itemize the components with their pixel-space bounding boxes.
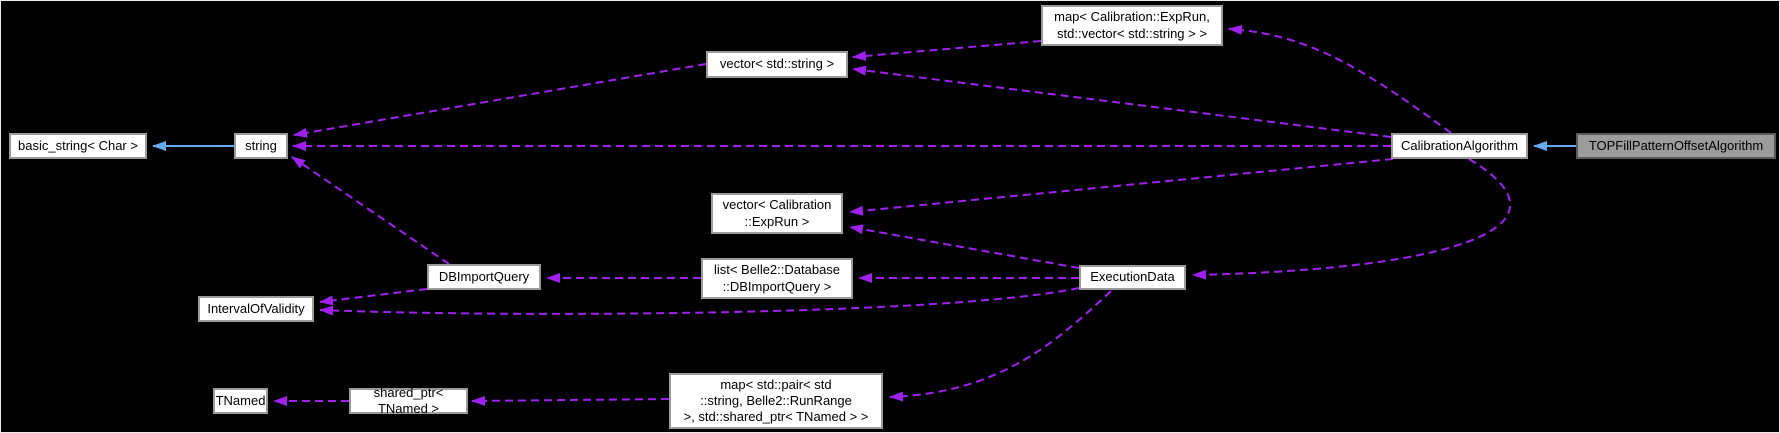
edge-map_exprun_vecstring-to-vector_string [852,40,1042,61]
node-shared-ptr-tnamed[interactable]: shared_ptr< TNamed > [349,385,468,416]
edge-calibrationalgorithm-to-vector_string [852,65,1392,138]
edge-vector_string-to-string [293,63,707,138]
node-map-pair-string-runrange-shared-ptr-tnamed[interactable]: map< std::pair< std ::string, Belle2::Ru… [669,373,883,429]
edge-executiondata-to-map_pair_shared_ptr [889,290,1112,402]
edge-calibrationalgorithm-to-vector_exprun [849,158,1394,216]
node-map-calibration-exprun-vector-string[interactable]: map< Calibration::ExpRun, std::vector< s… [1041,5,1223,46]
node-list-belle2-database-db-import-query[interactable]: list< Belle2::Database ::DBImportQuery > [701,258,853,299]
node-db-import-query[interactable]: DBImportQuery [427,264,541,290]
edge-calibrationalgorithm-to-map_exprun_vecstring [1228,24,1452,134]
node-vector-calibration-exprun[interactable]: vector< Calibration ::ExpRun > [711,193,843,234]
edge-map_pair_shared_ptr-to-shared_ptr_tnamed [471,395,670,406]
node-calibration-algorithm[interactable]: CalibrationAlgorithm [1391,133,1528,159]
edge-executiondata-to-intervalofvalidity [319,287,1080,316]
edge-executiondata-to-vector_exprun [849,224,1080,269]
node-basic-string-char[interactable]: basic_string< Char > [9,133,147,159]
node-tnamed[interactable]: TNamed [213,388,268,414]
edge-dbimportquery-to-string [291,156,450,265]
node-interval-of-validity[interactable]: IntervalOfValidity [198,296,314,322]
node-string[interactable]: string [234,133,288,159]
node-top-fill-pattern-offset-algorithm: TOPFillPatternOffsetAlgorithm [1576,133,1776,159]
edge-dbimportquery-to-intervalofvalidity [319,288,428,306]
edge-calibrationalgorithm-to-executiondata [1192,158,1512,280]
node-execution-data[interactable]: ExecutionData [1079,265,1186,290]
node-vector-std-string[interactable]: vector< std::string > [706,51,848,78]
